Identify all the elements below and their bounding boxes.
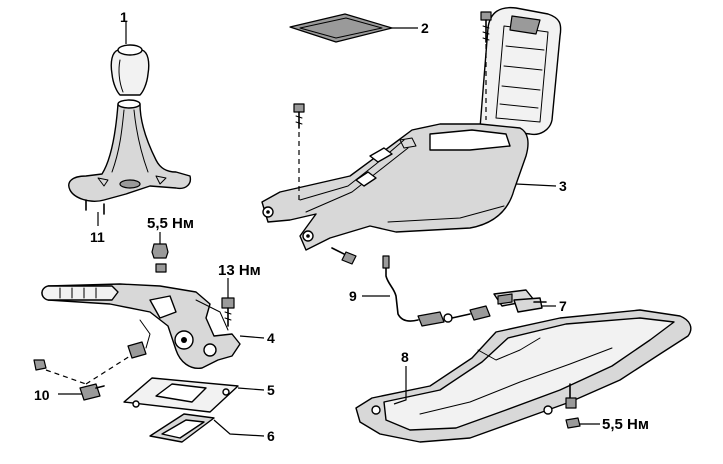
part-5-plate: [123, 377, 239, 413]
part-4-brake-lever: [41, 283, 241, 369]
leader-8: [393, 366, 407, 405]
callout-4: 4: [267, 330, 275, 346]
callout-6: 6: [267, 428, 275, 444]
callout-11: 11: [90, 229, 105, 245]
callout-2: 2: [421, 20, 429, 36]
leader-3: [515, 183, 557, 187]
part-1-shift-knob: [110, 44, 150, 96]
leader-5: [237, 387, 265, 391]
leader-4: [239, 335, 265, 339]
screw-console-left: [293, 103, 305, 204]
leader-lines: [58, 22, 600, 437]
part-11-shift-boot: [68, 99, 192, 215]
callout-5: 5: [267, 382, 275, 398]
part-7-connector: [493, 289, 547, 313]
part-6-gasket: [149, 413, 215, 443]
part-8-floor-tray: [355, 309, 692, 443]
screw-console-bottom: [331, 247, 357, 265]
part-3-center-console: [261, 6, 562, 251]
callout-9: 9: [349, 288, 357, 304]
callout-3: 3: [559, 178, 567, 194]
callout-8: 8: [401, 349, 409, 365]
part-9-cable: [382, 255, 491, 327]
leader-6: [213, 419, 265, 437]
nut-tray: [565, 417, 581, 429]
torque-lever-label: 13 Нм: [218, 262, 261, 279]
part-10-clips: [33, 355, 131, 401]
torque-tray-label: 5,5 Нм: [602, 416, 649, 433]
callout-labels: 1 2 3 4 5 6 7 8 9 10 11 5,5 Нм 13 Нм 5,5…: [34, 9, 649, 444]
callout-7: 7: [559, 298, 567, 314]
torque-shifter-label: 5,5 Нм: [147, 215, 194, 232]
nut-shifter: [151, 243, 169, 273]
callout-1: 1: [120, 9, 128, 25]
screw-console-top: [480, 11, 492, 120]
callout-10: 10: [34, 387, 50, 403]
bolt-lever: [221, 297, 235, 327]
part-2-pad: [289, 13, 393, 43]
